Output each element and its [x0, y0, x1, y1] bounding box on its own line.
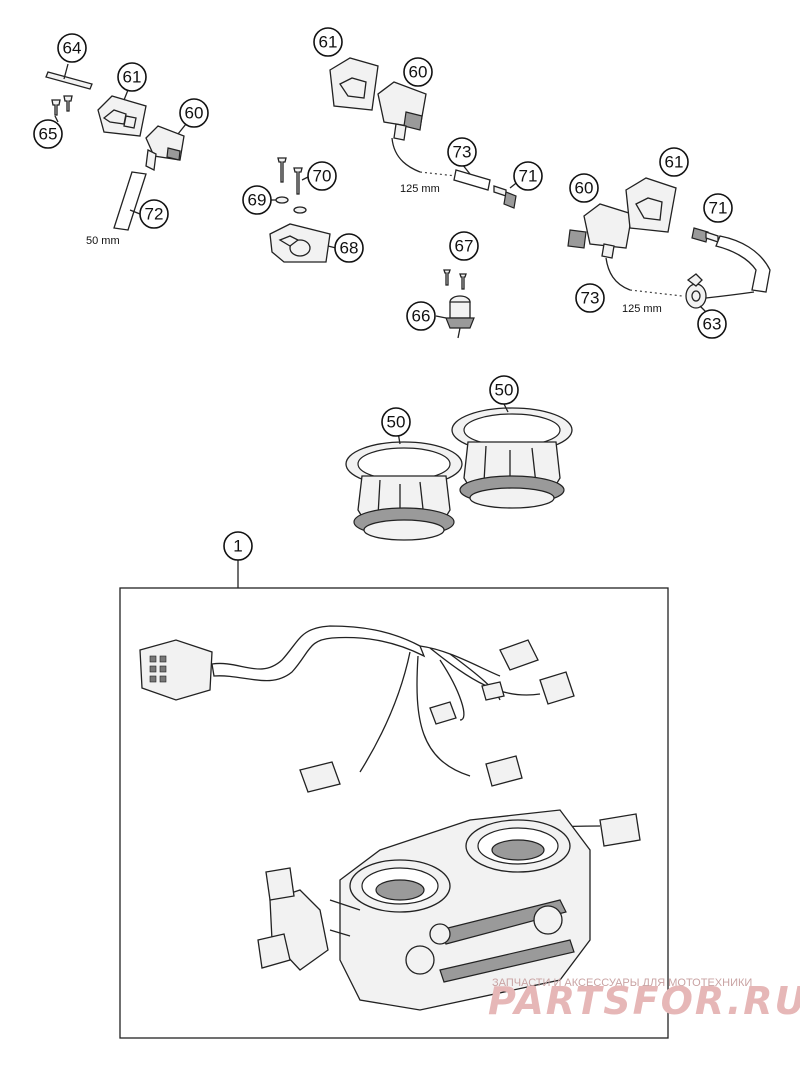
bracket-68 — [269, 223, 331, 263]
screws-67 — [443, 269, 467, 290]
callout-61: 61 — [117, 62, 147, 92]
callout-65: 65 — [33, 119, 63, 149]
callout-68: 68 — [334, 233, 364, 263]
connector — [429, 701, 457, 725]
sensor-60 — [145, 125, 185, 171]
svg-text:61: 61 — [665, 153, 684, 172]
group-top-center: 125 mm — [329, 57, 521, 209]
dimension-label: 125 mm — [622, 303, 662, 315]
watermark-brand: PARTSFOR.RU — [488, 979, 800, 1023]
screws-70 — [277, 157, 303, 195]
washers-69 — [275, 196, 307, 214]
watermark-tagline: ЗАПЧАСТИ И АКСЕССУАРЫ ДЛЯ МОТОТЕХНИКИ — [492, 977, 752, 989]
hose-72 — [113, 171, 147, 231]
svg-text:72: 72 — [145, 205, 164, 224]
main-connector — [139, 639, 213, 701]
hose-73 — [453, 169, 491, 191]
callout-61-center: 61 — [313, 27, 343, 57]
sensor-60-right — [567, 203, 633, 259]
sensor-60-center — [377, 81, 427, 141]
svg-text:67: 67 — [455, 237, 474, 256]
svg-text:60: 60 — [575, 179, 594, 198]
group-top-left — [45, 63, 187, 231]
connector — [481, 681, 505, 701]
callout-66: 66 — [406, 301, 436, 331]
intake-boot-left — [345, 441, 463, 541]
callout-60-right: 60 — [569, 173, 599, 203]
group-top-right: 125 mm — [567, 177, 771, 315]
fitting-71-center — [493, 185, 517, 209]
svg-text:73: 73 — [581, 289, 600, 308]
group-middle — [269, 157, 337, 263]
intake-boots — [345, 403, 573, 541]
callout-71-right: 71 — [703, 193, 733, 223]
fitting-71-right — [691, 227, 719, 243]
dimension-label: 125 mm — [400, 183, 440, 195]
callout-60: 60 — [179, 98, 209, 128]
svg-text:61: 61 — [319, 33, 338, 52]
svg-text:71: 71 — [709, 199, 728, 218]
svg-text:1: 1 — [233, 537, 242, 556]
intake-boot-right — [451, 407, 573, 509]
svg-text:60: 60 — [409, 63, 428, 82]
svg-text:50: 50 — [387, 413, 406, 432]
svg-text:63: 63 — [703, 315, 722, 334]
callout-70: 70 — [307, 161, 337, 191]
callout-69: 69 — [242, 185, 272, 215]
callout-61-right: 61 — [659, 147, 689, 177]
callout-50-left: 50 — [381, 407, 411, 437]
svg-text:66: 66 — [412, 307, 431, 326]
wiring-harness — [139, 625, 641, 847]
clip-strip-64 — [45, 71, 93, 90]
callout-73-right: 73 — [575, 283, 605, 313]
watermark: ЗАПЧАСТИ И АКСЕССУАРЫ ДЛЯ МОТОТЕХНИКИ PA… — [488, 977, 800, 1023]
screws-65 — [51, 95, 73, 116]
callout-60-center: 60 — [403, 57, 433, 87]
svg-text:71: 71 — [519, 167, 538, 186]
svg-text:50: 50 — [495, 381, 514, 400]
callout-71-center: 71 — [513, 161, 543, 191]
callout-73-center: 73 — [447, 137, 477, 167]
connector — [599, 813, 641, 847]
assembly-frame — [119, 587, 669, 1039]
clamp-63 — [685, 273, 707, 309]
connector — [299, 761, 341, 793]
bracket-61-right — [625, 177, 677, 233]
callout-67: 67 — [449, 231, 479, 261]
callout-72: 72 — [139, 199, 169, 229]
connector — [499, 639, 539, 671]
assembly-1 — [119, 560, 669, 1039]
bracket-61 — [97, 95, 147, 137]
callout-50-right: 50 — [489, 375, 519, 405]
svg-text:61: 61 — [123, 68, 142, 87]
connector — [485, 755, 523, 787]
svg-text:60: 60 — [185, 104, 204, 123]
bracket-61-center — [329, 57, 379, 111]
dimension-label: 50 mm — [86, 235, 120, 247]
svg-text:69: 69 — [248, 191, 267, 210]
group-center-lower — [435, 269, 475, 339]
sensor-66 — [445, 295, 475, 339]
throttle-body — [257, 809, 591, 1011]
svg-text:65: 65 — [39, 125, 58, 144]
callout-64: 64 — [57, 33, 87, 63]
connector — [539, 671, 575, 705]
svg-text:68: 68 — [340, 239, 359, 258]
svg-text:70: 70 — [313, 167, 332, 186]
svg-text:73: 73 — [453, 143, 472, 162]
callout-1: 1 — [223, 531, 253, 561]
callout-63: 63 — [697, 309, 727, 339]
svg-text:64: 64 — [63, 39, 82, 58]
